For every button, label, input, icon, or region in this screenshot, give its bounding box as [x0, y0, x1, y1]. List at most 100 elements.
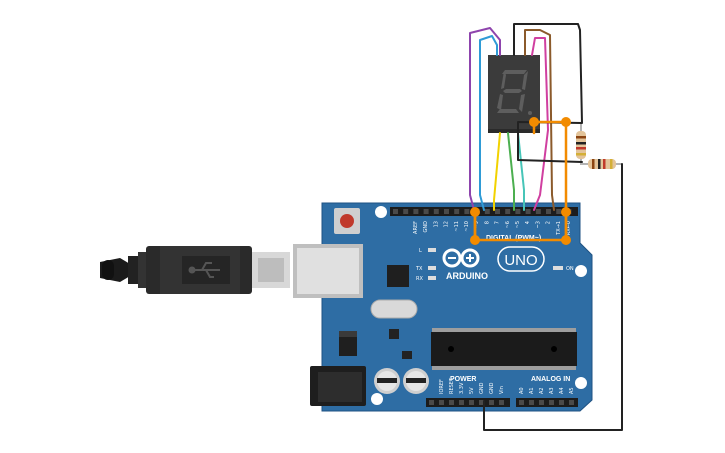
pin-label: GND: [479, 382, 485, 394]
mounting-hole: [575, 265, 587, 277]
uno-badge: UNO: [497, 246, 545, 272]
header-pin[interactable]: [423, 209, 429, 214]
capacitor: [403, 368, 429, 394]
led-rx: [428, 276, 436, 280]
pin-label: RX←0: [566, 221, 572, 235]
crystal-oscillator: [370, 299, 418, 319]
header-pin[interactable]: [403, 209, 409, 214]
header-pin[interactable]: [559, 400, 564, 405]
seven-segment-display[interactable]: 8: [0, 0, 540, 133]
wire-blue[interactable]: [479, 35, 498, 211]
wire-black[interactable]: [513, 23, 583, 163]
header-pin[interactable]: [546, 209, 551, 214]
display-digit-value: 8: [0, 0, 1, 1]
led-tx-label: TX: [415, 266, 423, 272]
arduino-logo-icon: [442, 248, 480, 268]
header-pin[interactable]: [449, 400, 454, 405]
pin-label: IOREF: [439, 379, 445, 394]
usb-symbol-icon: [188, 262, 220, 278]
header-pin[interactable]: [454, 209, 460, 214]
wire-brown[interactable]: [524, 29, 555, 211]
pin-label: A0: [519, 387, 525, 394]
wire-black-gnd[interactable]: [483, 163, 623, 431]
pin-label: GND: [423, 221, 429, 233]
pin-label: AREF: [413, 221, 419, 234]
header-pin[interactable]: [439, 400, 444, 405]
reset-button[interactable]: [334, 208, 360, 234]
regulator-chip: [339, 336, 357, 356]
header-pin[interactable]: [469, 400, 474, 405]
header-pin[interactable]: [495, 209, 500, 214]
pin-label: 3.3V: [459, 382, 465, 394]
header-pin[interactable]: [489, 400, 494, 405]
header-pin[interactable]: [459, 400, 464, 405]
power-header: [426, 398, 510, 407]
header-pin[interactable]: [433, 209, 439, 214]
wires: [469, 23, 623, 431]
wire-junction: [470, 207, 480, 217]
header-pin[interactable]: [464, 209, 470, 214]
pin-label: 4: [525, 221, 531, 224]
header-pin[interactable]: [484, 209, 490, 214]
pin-label: ~10: [464, 221, 470, 232]
resistor-vertical: [576, 124, 586, 165]
header-pin[interactable]: [549, 400, 554, 405]
power-header-label: POWER: [450, 376, 476, 383]
wire-green[interactable]: [507, 132, 515, 211]
mounting-hole: [575, 377, 587, 389]
uno-label: UNO: [504, 252, 537, 269]
pin-label: A4: [559, 387, 565, 394]
wire-purple[interactable]: [469, 27, 501, 211]
resistor-horizontal: [582, 159, 622, 169]
header-pin[interactable]: [505, 209, 511, 214]
led-l: [428, 248, 436, 252]
wire-pink[interactable]: [531, 37, 549, 211]
header-pin[interactable]: [569, 400, 574, 405]
pin-label: A5: [569, 387, 575, 394]
led-rx-label: RX: [416, 276, 423, 282]
usb-cable[interactable]: [100, 246, 290, 294]
header-pin[interactable]: [529, 400, 534, 405]
header-pin[interactable]: [479, 400, 484, 405]
pin-label: 8: [484, 221, 490, 224]
wire-teal[interactable]: [517, 132, 525, 211]
pin-label: A3: [549, 387, 555, 394]
wire-junction: [561, 117, 571, 127]
pin-label: 2: [546, 221, 552, 224]
regulator-tab: [339, 331, 357, 337]
analog-header-label: ANALOG IN: [531, 376, 570, 383]
segment-digit: [497, 70, 532, 115]
led-tx: [428, 266, 436, 270]
pin-label: ~6: [505, 221, 511, 228]
header-pin[interactable]: [413, 209, 419, 214]
header-pin[interactable]: [525, 209, 531, 214]
wire-yellow[interactable]: [493, 132, 501, 211]
wire-junction: [561, 207, 571, 217]
capacitor: [374, 368, 400, 394]
pin-label: A1: [529, 387, 535, 394]
header-pin[interactable]: [499, 400, 504, 405]
digital-header-label: DIGITAL (PWM~): [486, 235, 541, 242]
smd-chip: [402, 351, 412, 359]
pin-label: Vin: [499, 386, 505, 394]
header-pin[interactable]: [444, 209, 449, 214]
atmega-microcontroller: [431, 328, 577, 370]
usb-b-jack: [293, 244, 363, 298]
digital-header: [390, 207, 578, 216]
header-pin[interactable]: [556, 209, 562, 214]
header-pin[interactable]: [519, 400, 524, 405]
wire-junction-dots: [470, 117, 571, 245]
header-pin[interactable]: [539, 400, 544, 405]
led-on-label: ON: [566, 266, 574, 272]
wire-junction: [529, 117, 539, 127]
wire-junction: [561, 235, 571, 245]
header-pin[interactable]: [535, 209, 541, 214]
pin-label: GND: [489, 382, 495, 394]
pin-label: RESET: [449, 377, 455, 394]
header-pin[interactable]: [515, 209, 521, 214]
pin-label: ~5: [515, 221, 521, 228]
header-pin[interactable]: [429, 400, 434, 405]
header-pin[interactable]: [393, 209, 398, 214]
